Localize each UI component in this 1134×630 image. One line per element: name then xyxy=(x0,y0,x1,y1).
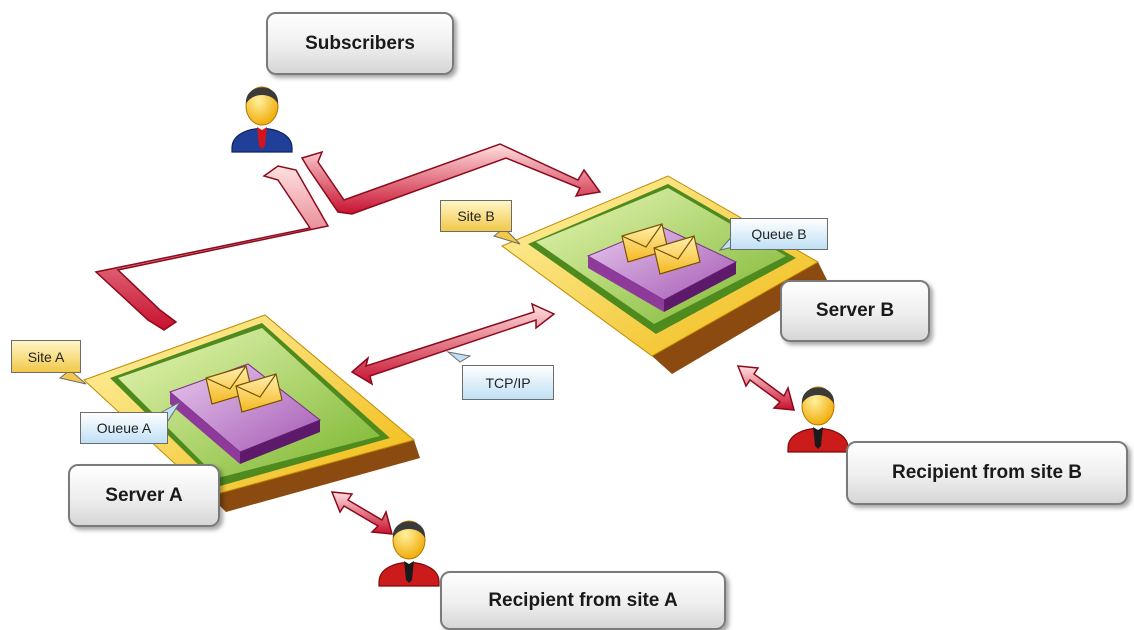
tcp-ip-arrow xyxy=(350,302,556,386)
subscriber-person-icon xyxy=(231,86,293,153)
recipient-a-label: Recipient from site A xyxy=(440,571,726,630)
site-b-pointer xyxy=(492,227,521,245)
recipient-b-label: Recipient from site B xyxy=(846,441,1128,505)
recipient-a-person-icon xyxy=(378,520,440,587)
envelope-icon xyxy=(235,373,283,413)
site-a-pointer xyxy=(58,369,87,385)
server-a-label: Server A xyxy=(68,464,220,527)
queue-b-tag: Queue B xyxy=(730,218,828,250)
queue-a-tag: Oueue A xyxy=(80,412,168,444)
server-b-label: Server B xyxy=(780,280,930,342)
site-b-tag: Site B xyxy=(440,200,512,232)
recipient-a-arrow xyxy=(330,491,394,535)
recipient-b-person-icon xyxy=(787,386,849,453)
tcp-ip-pointer xyxy=(446,351,472,363)
recipient-b-arrow xyxy=(736,365,796,411)
site-a-tag: Site A xyxy=(11,340,81,373)
subscriber-server-a-arrow xyxy=(94,165,330,331)
envelope-icon xyxy=(653,235,701,275)
tcp-ip-tag: TCP/IP xyxy=(462,365,554,400)
subscriber-server-b-arrow xyxy=(300,143,602,215)
subscribers-label: Subscribers xyxy=(266,12,454,75)
